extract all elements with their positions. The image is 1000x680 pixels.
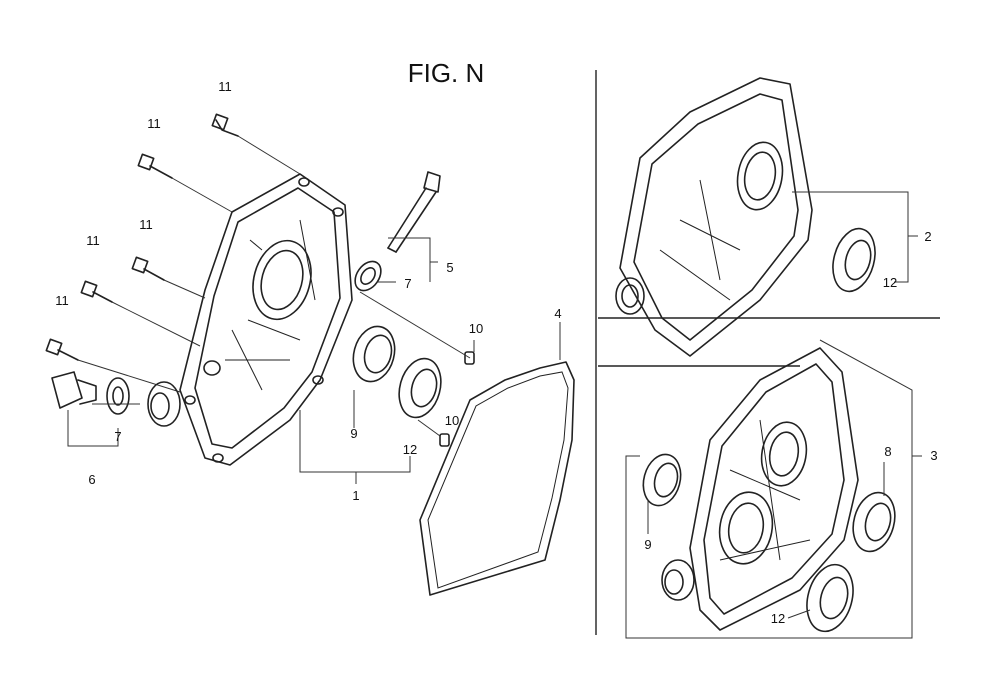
main-leader-lines <box>67 237 561 484</box>
bolt-leader-lines <box>77 135 301 393</box>
crankcase-cover-main <box>179 173 353 466</box>
figure-title: FIG. N <box>408 58 485 88</box>
gasket-4 <box>419 361 575 596</box>
callout-7-left: 7 <box>114 429 121 444</box>
callout-11c: 11 <box>139 217 153 232</box>
bearing-12-top <box>832 227 876 293</box>
oil-filler-cap-5 <box>387 171 441 253</box>
callout-12-bottom: 12 <box>771 611 785 626</box>
callout-6: 6 <box>88 472 95 487</box>
callout-9: 9 <box>350 426 357 441</box>
o-ring-7-right <box>354 260 382 292</box>
callout-11d: 11 <box>86 233 100 248</box>
oil-seal-9-bottom <box>642 453 682 507</box>
bottom-right-leader-lines <box>625 339 922 639</box>
bolts-11 <box>45 113 239 361</box>
oil-seal-9 <box>352 325 396 383</box>
callout-11b: 11 <box>147 116 161 131</box>
dowel-pins-10 <box>439 351 475 447</box>
callout-12-main: 12 <box>403 442 417 457</box>
oil-seal-bottom-left <box>661 559 695 601</box>
oil-seal-left <box>147 381 181 427</box>
callout-11a: 11 <box>218 79 232 94</box>
callout-10b: 10 <box>445 413 459 428</box>
drain-plug-6 <box>51 371 97 409</box>
callout-7-right: 7 <box>404 276 411 291</box>
bearing-8 <box>852 491 896 553</box>
callout-8: 8 <box>884 444 891 459</box>
callout-1: 1 <box>352 488 359 503</box>
callout-11e: 11 <box>55 293 69 308</box>
panel-dividers <box>595 70 940 635</box>
callout-labels: 11 11 11 11 11 5 7 10 4 9 10 12 1 7 6 2 … <box>55 79 937 626</box>
bearing-12-bottom <box>806 563 854 633</box>
callout-5: 5 <box>446 260 453 275</box>
callout-4: 4 <box>554 306 561 321</box>
washer-7-left <box>106 377 130 415</box>
callout-12-top: 12 <box>883 275 897 290</box>
callout-9-bottom: 9 <box>644 537 651 552</box>
crankcase-cover-3 <box>689 347 859 631</box>
callout-2: 2 <box>924 229 931 244</box>
bearing-12-main <box>398 357 442 419</box>
callout-10a: 10 <box>469 321 483 336</box>
callout-3: 3 <box>930 448 937 463</box>
crankcase-cover-2 <box>615 77 813 357</box>
top-right-leader-lines <box>792 191 918 283</box>
